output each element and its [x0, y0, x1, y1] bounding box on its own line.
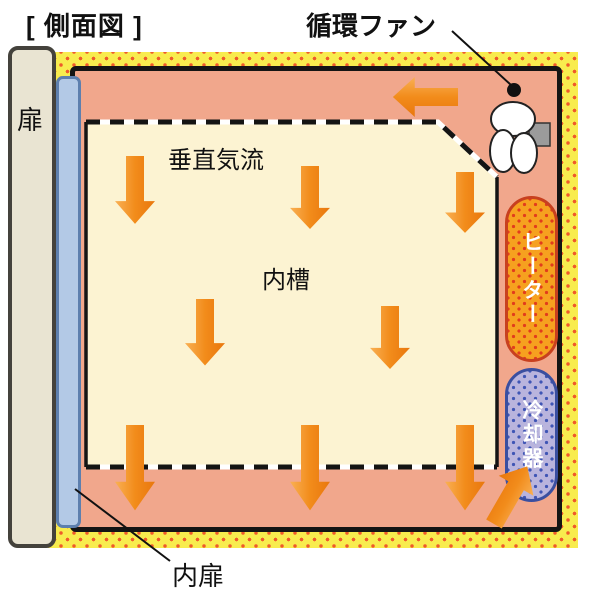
- fan-label: 循環ファン: [306, 11, 437, 41]
- heater-label: ヒーター: [520, 231, 543, 327]
- inner-door-label: 内扉: [172, 561, 225, 591]
- fan-shaft-dot: [507, 83, 521, 97]
- circulation-fan-icon: [489, 83, 551, 174]
- perforated-top-panel-base: [86, 119, 499, 179]
- cooler-label: 冷却器: [520, 399, 543, 471]
- door-label: 扉: [17, 105, 44, 135]
- outer-door: [8, 46, 56, 548]
- vertical-airflow-label: 垂直気流: [168, 147, 264, 174]
- inner-chamber-shape: [86, 122, 497, 467]
- page-title: [ 側面図 ]: [26, 11, 143, 41]
- inner-door: [56, 76, 81, 528]
- heater-unit: ヒーター: [505, 196, 558, 362]
- inner-door-leader-line: [74, 488, 171, 562]
- inner-chamber-label: 内槽: [262, 267, 310, 294]
- fan-leader-line: [451, 30, 512, 86]
- fan-blade: [510, 132, 538, 174]
- return-flow-left-arrow-icon: [392, 77, 458, 117]
- inner-chamber: [84, 119, 499, 470]
